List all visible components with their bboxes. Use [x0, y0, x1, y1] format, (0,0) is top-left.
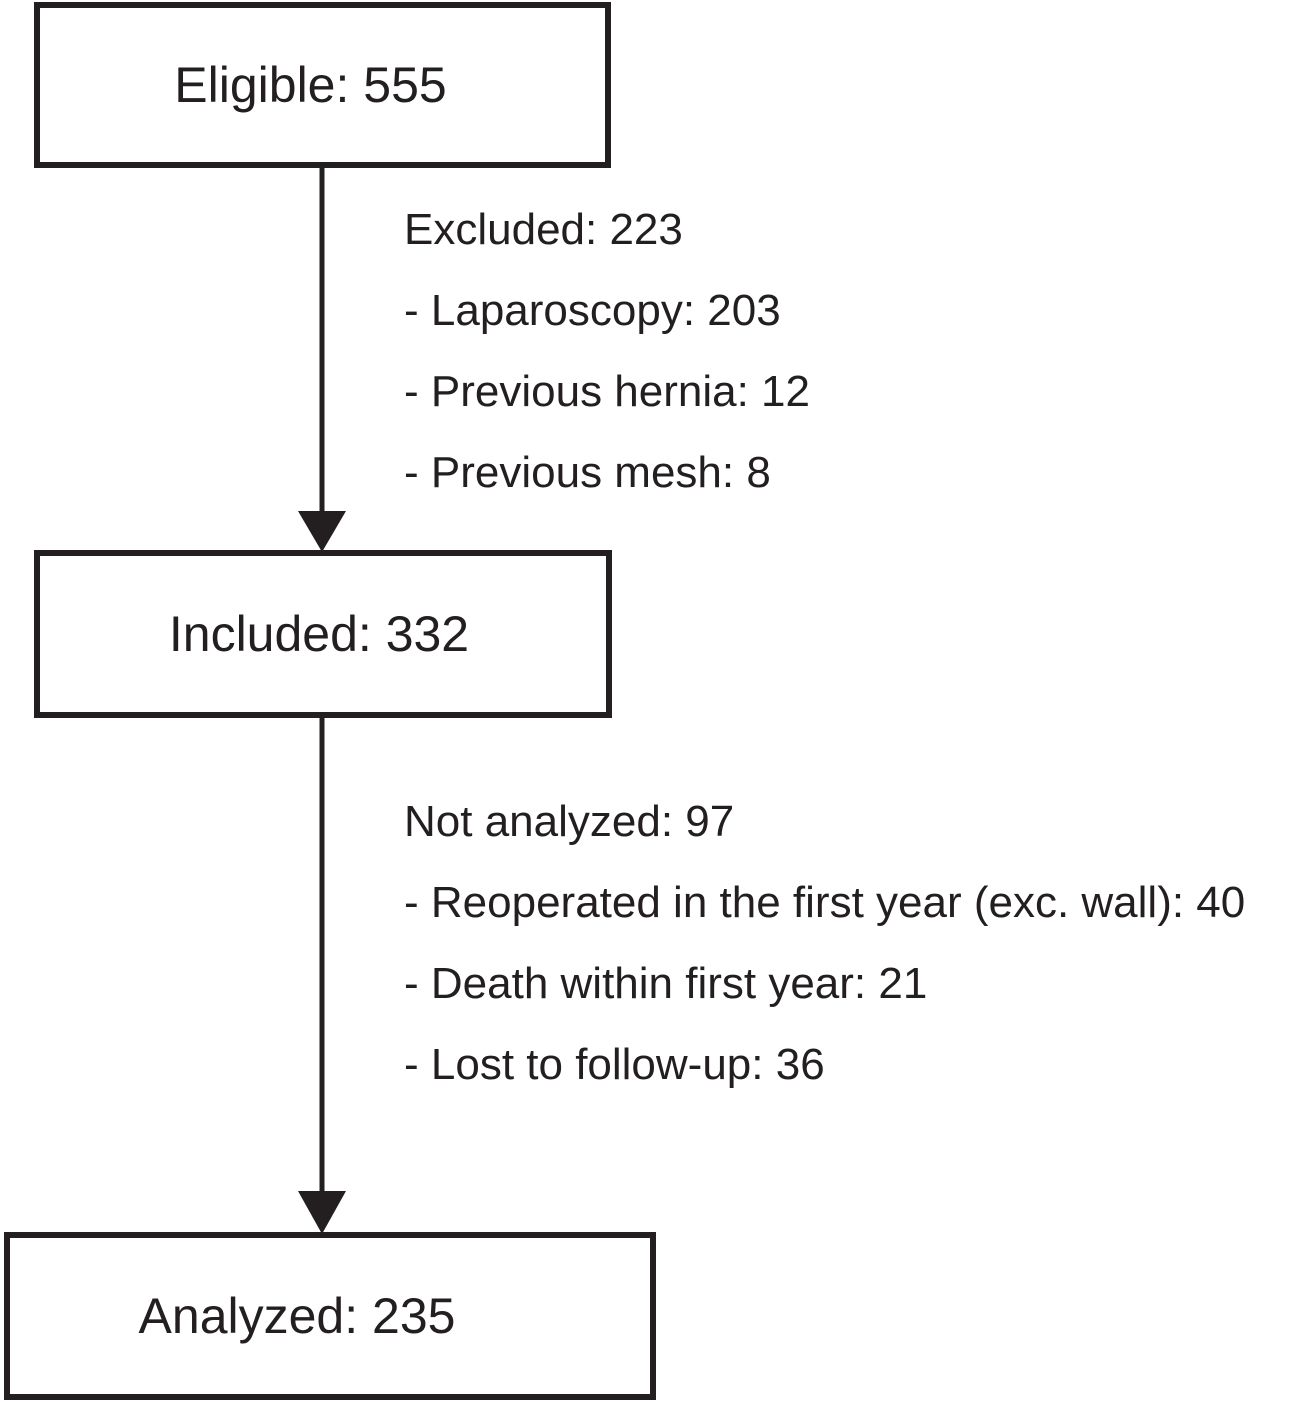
- excluded-heading: Excluded: 223: [404, 205, 683, 254]
- not-analyzed-item-death: - Death within first year: 21: [404, 959, 928, 1008]
- included-label: Included: 332: [168, 606, 470, 662]
- not-analyzed-heading: Not analyzed: 97: [404, 797, 735, 846]
- excluded-item-previous-hernia: - Previous hernia: 12: [404, 367, 810, 416]
- excluded-item-laparoscopy: - Laparoscopy: 203: [404, 286, 781, 335]
- arrowhead-included: [298, 511, 346, 552]
- analyzed-label: Analyzed: 235: [138, 1288, 456, 1344]
- arrowhead-analyzed: [298, 1191, 346, 1234]
- not-analyzed-item-reoperated: - Reoperated in the first year (exc. wal…: [404, 878, 1246, 927]
- eligible-label: Eligible: 555: [174, 57, 447, 113]
- analyzed-box: Analyzed: 235: [4, 1232, 656, 1400]
- eligible-box: Eligible: 555: [34, 2, 611, 168]
- not-analyzed-item-lost-to-follow-up: - Lost to follow-up: 36: [404, 1040, 825, 1089]
- not-analyzed-note: Not analyzed: 97 - Reoperated in the fir…: [404, 800, 1245, 1124]
- excluded-item-previous-mesh: - Previous mesh: 8: [404, 448, 771, 497]
- included-box: Included: 332: [34, 550, 612, 718]
- excluded-note: Excluded: 223 - Laparoscopy: 203 - Previ…: [404, 208, 810, 532]
